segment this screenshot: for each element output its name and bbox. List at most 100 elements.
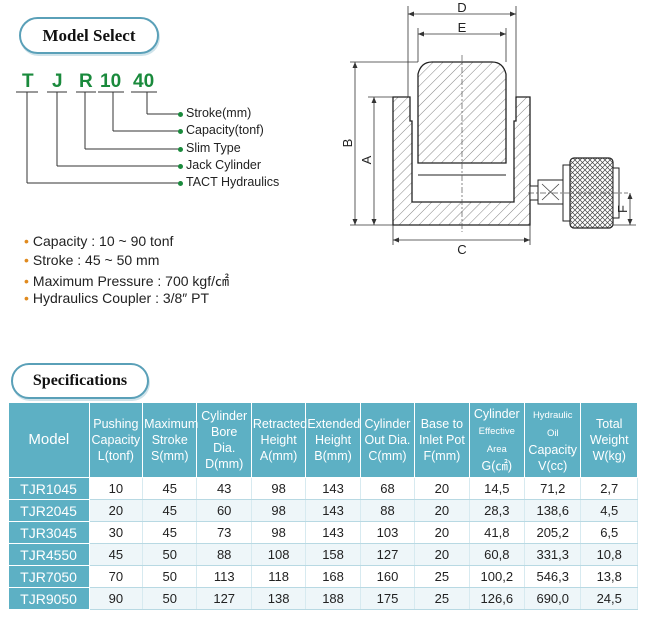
table-cell: 143 — [305, 477, 361, 500]
table-cell: 20 — [89, 499, 144, 522]
table-cell: 24,5 — [580, 587, 638, 610]
feature-coupler: •Hydraulics Coupler : 3/8″ PT — [24, 290, 210, 306]
table-cell: 108 — [251, 543, 307, 566]
table-cell: 20 — [414, 499, 470, 522]
table-cell: 126,6 — [469, 587, 526, 610]
dim-label-f: F — [615, 205, 630, 213]
table-cell: 188 — [305, 587, 361, 610]
table-cell: 158 — [305, 543, 361, 566]
table-cell: 43 — [196, 477, 252, 500]
code-letter-r: R — [79, 71, 93, 92]
table-cell: 138 — [251, 587, 307, 610]
table-cell: 20 — [414, 477, 470, 500]
model-cell: TJR2045 — [8, 499, 90, 522]
table-cell: 100,2 — [469, 565, 526, 588]
specifications-title: Specifications — [11, 363, 149, 399]
model-cell: TJR7050 — [8, 565, 90, 588]
table-cell: 68 — [360, 477, 416, 500]
table-cell: 71,2 — [524, 477, 582, 500]
table-cell: 10 — [89, 477, 144, 500]
table-cell: 45 — [89, 543, 144, 566]
table-cell: 25 — [414, 587, 470, 610]
table-cell: 14,5 — [469, 477, 526, 500]
table-cell: 88 — [196, 543, 252, 566]
table-cell: 73 — [196, 521, 252, 544]
table-cell: 45 — [142, 499, 198, 522]
model-cell: TJR1045 — [8, 477, 90, 500]
feature-stroke: •Stroke : 45 ~ 50 mm — [24, 252, 160, 268]
table-cell: 41,8 — [469, 521, 526, 544]
table-cell: 138,6 — [524, 499, 582, 522]
table-cell: 25 — [414, 565, 470, 588]
table-cell: 143 — [305, 499, 361, 522]
table-cell: 50 — [142, 587, 198, 610]
code-letter-t: T — [22, 71, 34, 92]
model-cell: TJR4550 — [8, 543, 90, 566]
table-cell: 168 — [305, 565, 361, 588]
table-cell: 98 — [251, 477, 307, 500]
code-stroke: 40 — [133, 71, 155, 92]
table-cell: 45 — [142, 521, 198, 544]
legend-dot — [178, 147, 183, 152]
table-cell: 13,8 — [580, 565, 638, 588]
legend-dot — [178, 181, 183, 186]
table-cell: 118 — [251, 565, 307, 588]
table-cell: 103 — [360, 521, 416, 544]
legend-stroke: Stroke(mm) — [186, 106, 252, 120]
table-cell: 4,5 — [580, 499, 638, 522]
legend-dot — [178, 112, 183, 117]
legend-jack-cylinder: Jack Cylinder — [186, 158, 262, 172]
table-cell: 143 — [305, 521, 361, 544]
table-cell: 70 — [89, 565, 144, 588]
dim-label-e: E — [458, 20, 467, 35]
legend-dot — [178, 164, 183, 169]
table-cell: 98 — [251, 521, 307, 544]
table-cell: 90 — [89, 587, 144, 610]
feature-capacity: •Capacity : 10 ~ 90 tonf — [24, 233, 174, 249]
table-cell: 113 — [196, 565, 252, 588]
table-cell: 160 — [360, 565, 416, 588]
cylinder-diagram: D E C B A F — [343, 0, 636, 257]
code-letter-j: J — [52, 71, 63, 92]
table-cell: 50 — [142, 543, 198, 566]
model-cell: TJR3045 — [8, 521, 90, 544]
table-cell: 175 — [360, 587, 416, 610]
model-code-leader-lines — [16, 91, 180, 184]
table-cell: 6,5 — [580, 521, 638, 544]
table-cell: 205,2 — [524, 521, 582, 544]
table-cell: 546,3 — [524, 565, 582, 588]
table-cell: 690,0 — [524, 587, 582, 610]
table-cell: 20 — [414, 543, 470, 566]
dim-label-d: D — [457, 0, 466, 15]
legend-tact-hydraulics: TACT Hydraulics — [186, 175, 280, 189]
code-capacity: 10 — [100, 71, 122, 92]
header-model: Model — [8, 402, 90, 478]
table-cell: 28,3 — [469, 499, 526, 522]
table-cell: 30 — [89, 521, 144, 544]
table-cell: 60,8 — [469, 543, 526, 566]
table-cell: 127 — [360, 543, 416, 566]
table-cell: 45 — [142, 477, 198, 500]
dim-label-a: A — [359, 155, 374, 164]
table-cell: 98 — [251, 499, 307, 522]
feature-max-pressure: •Maximum Pressure : 700 kgf/㎠ — [24, 273, 229, 289]
table-cell: 50 — [142, 565, 198, 588]
table-cell: 2,7 — [580, 477, 638, 500]
model-select-title: Model Select — [19, 17, 159, 54]
